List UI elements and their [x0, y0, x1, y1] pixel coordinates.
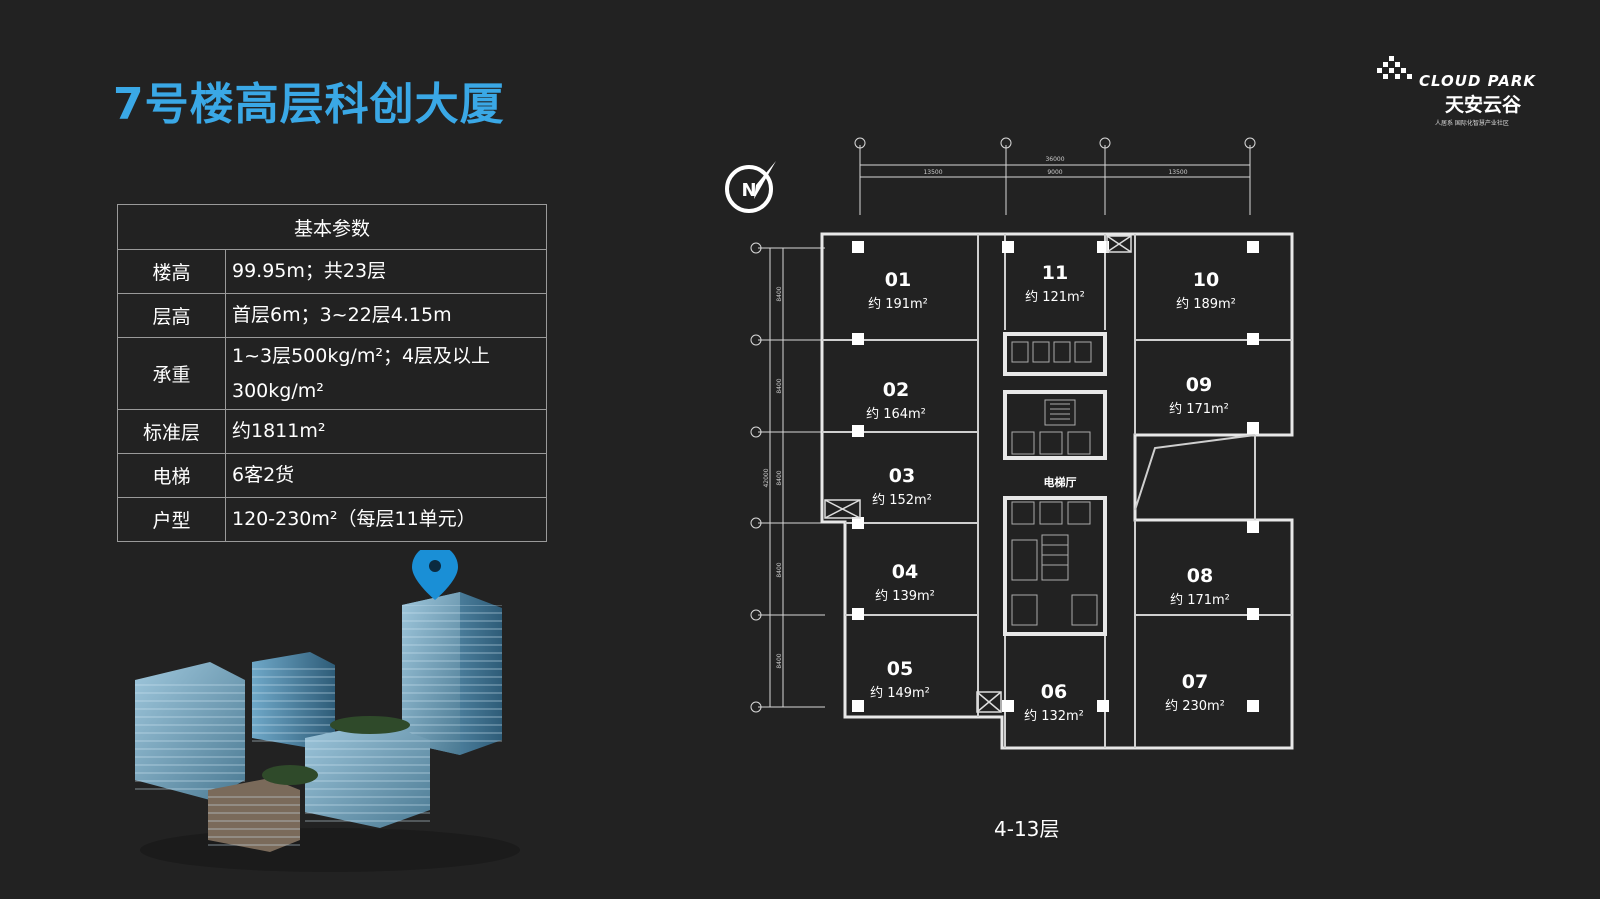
unit-area: 约 171m² — [1169, 402, 1229, 417]
param-value: 6客2货 — [225, 453, 547, 498]
logo-mark-icon — [1377, 56, 1412, 79]
dim-vertical-segment: 8400 — [776, 562, 783, 577]
params-table-header: 基本参数 — [117, 204, 547, 250]
unit-area: 约 149m² — [870, 686, 930, 701]
param-value: 120-230m²（每层11单元） — [225, 497, 547, 542]
unit-number: 11 — [1042, 262, 1068, 284]
north-compass-icon: N — [725, 161, 776, 213]
logo-text-cn: 天安云谷 — [1445, 94, 1522, 116]
dim-vertical-segment: 8400 — [776, 470, 783, 485]
unit-number: 06 — [1041, 681, 1067, 703]
floor-plan: 36000 13500 9000 13500 42000 8400 8400 8… — [750, 137, 1294, 750]
unit-area: 约 121m² — [1025, 290, 1085, 305]
unit-number: 01 — [885, 269, 911, 291]
floor-range-label: 4-13层 — [994, 817, 1060, 841]
page-title: 7号楼高层科创大厦 — [113, 79, 505, 130]
dim-vertical-segment: 8400 — [776, 653, 783, 668]
logo-text-en: CLOUD PARK — [1419, 72, 1537, 90]
unit-number: 09 — [1186, 374, 1212, 396]
param-value: 99.95m；共23层 — [225, 249, 547, 294]
logo-subtitle: 人居系 国际化智慧产业社区 — [1435, 120, 1509, 127]
param-value: 首层6m；3~22层4.15m — [225, 293, 547, 338]
table-row: 层高首层6m；3~22层4.15m — [117, 293, 547, 338]
unit-area: 约 139m² — [875, 589, 935, 604]
dim-vertical-segment: 8400 — [776, 378, 783, 393]
unit-area: 约 171m² — [1170, 593, 1230, 608]
unit-area: 约 164m² — [866, 407, 926, 422]
dim-segment: 13500 — [1168, 169, 1187, 176]
unit-area: 约 230m² — [1165, 699, 1225, 714]
param-key: 承重 — [117, 337, 226, 410]
unit-area: 约 132m² — [1024, 709, 1084, 724]
dim-total: 36000 — [1045, 156, 1064, 163]
unit-number: 04 — [892, 561, 918, 583]
param-key: 电梯 — [117, 453, 226, 498]
unit-number: 02 — [883, 379, 909, 401]
cloud-park-logo: CLOUD PARK 天安云谷 人居系 国际化智慧产业社区 — [1375, 50, 1545, 130]
param-value: 约1811m² — [225, 409, 547, 454]
param-value: 1~3层500kg/m²；4层及以上300kg/m² — [225, 337, 547, 410]
param-key: 户型 — [117, 497, 226, 542]
unit-number: 03 — [889, 465, 915, 487]
unit-area: 约 152m² — [872, 493, 932, 508]
table-row: 标准层约1811m² — [117, 409, 547, 454]
unit-area: 约 189m² — [1176, 297, 1236, 312]
unit-number: 07 — [1182, 671, 1208, 693]
unit-number: 08 — [1187, 565, 1213, 587]
param-key: 楼高 — [117, 249, 226, 294]
elevator-hall-label: 电梯厅 — [1044, 475, 1077, 489]
dim-vertical-segment: 8400 — [776, 286, 783, 301]
building-illustration — [135, 550, 520, 872]
unit-number: 10 — [1193, 269, 1219, 291]
dim-segment: 9000 — [1047, 169, 1062, 176]
compass-label: N — [741, 180, 756, 201]
param-key: 层高 — [117, 293, 226, 338]
unit-number: 05 — [887, 658, 913, 680]
location-pin-icon — [412, 550, 458, 600]
unit-area: 约 191m² — [868, 297, 928, 312]
param-key: 标准层 — [117, 409, 226, 454]
dim-vertical-total: 42000 — [763, 468, 770, 487]
dim-segment: 13500 — [923, 169, 942, 176]
